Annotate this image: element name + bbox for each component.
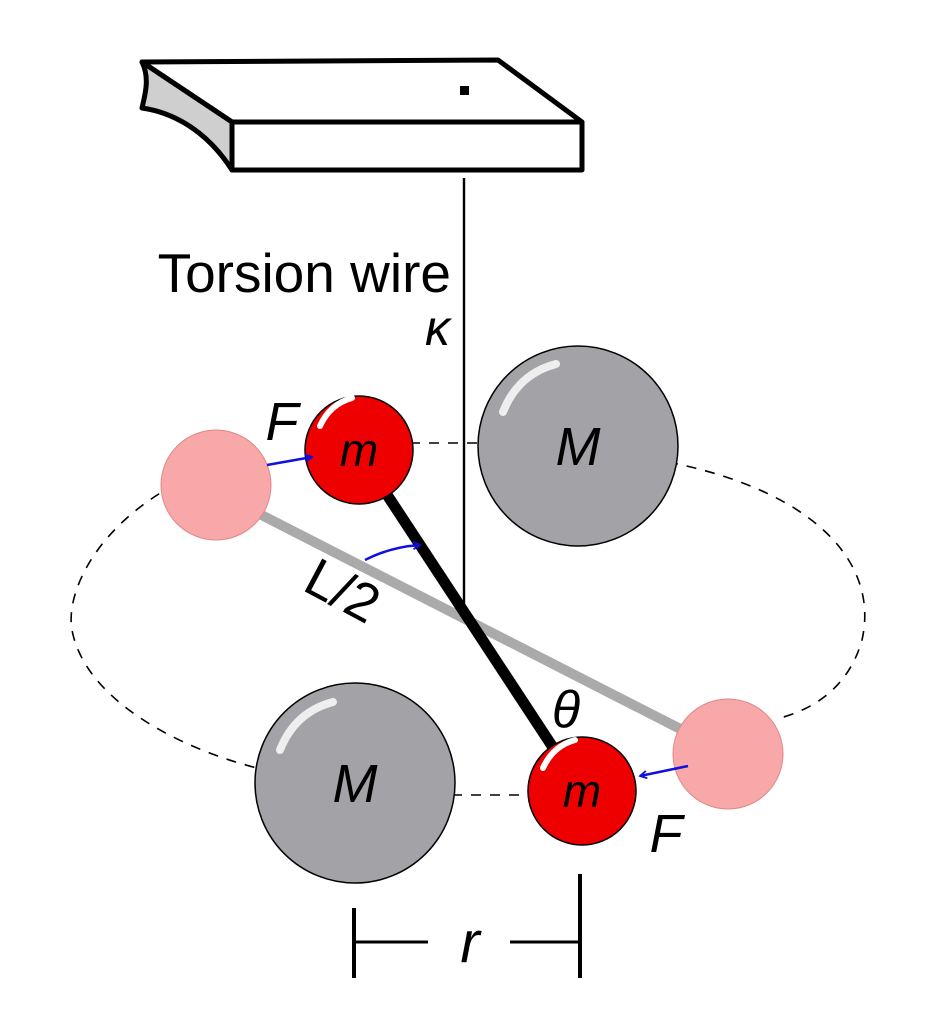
distance-dimension: r [352, 874, 582, 978]
support-block [139, 57, 585, 173]
small-mass-top: m [304, 395, 414, 505]
small-mass-top-label: m [340, 424, 378, 476]
large-mass-top-sphere [477, 345, 679, 547]
small-mass-bottom-label: m [563, 765, 601, 817]
support-block-front [229, 119, 585, 173]
large-mass-top: M [477, 345, 679, 547]
small-mass-bottom-sphere [527, 736, 637, 846]
kappa-label: κ [425, 300, 453, 356]
large-mass-bottom-sphere [254, 682, 456, 884]
small-mass-bottom-highlight [540, 737, 578, 771]
torsion-wire-label: Torsion wire [158, 242, 451, 304]
distance-label: r [460, 910, 482, 975]
ghost-small-mass-left [160, 429, 272, 541]
orbit-back-arc [70, 461, 266, 771]
small-mass-bottom: m [527, 736, 637, 846]
force-arrow-bottom [640, 764, 689, 776]
small-mass-top-highlight [317, 395, 355, 429]
large-mass-top-highlight [499, 360, 560, 416]
force-bottom-label: F [650, 804, 686, 864]
wire-anchor-dot [460, 86, 469, 95]
large-mass-bottom: M [254, 682, 456, 884]
orbit-right-arc [667, 461, 866, 719]
rotation-arrow [364, 545, 420, 562]
small-mass-top-sphere [304, 395, 414, 505]
orbit-ellipse [70, 442, 866, 796]
large-mass-bottom-highlight [276, 698, 337, 754]
large-mass-bottom-label: M [333, 754, 378, 814]
torsion-rod [371, 474, 561, 756]
ghost-small-mass-right [672, 698, 784, 810]
large-mass-top-label: M [556, 417, 601, 477]
support-block-cut-side [139, 59, 235, 173]
half-length-label: L/2 [295, 547, 389, 635]
angle-label: θ [552, 681, 580, 739]
force-arrow-top [266, 457, 312, 467]
force-top-label: F [266, 392, 302, 452]
